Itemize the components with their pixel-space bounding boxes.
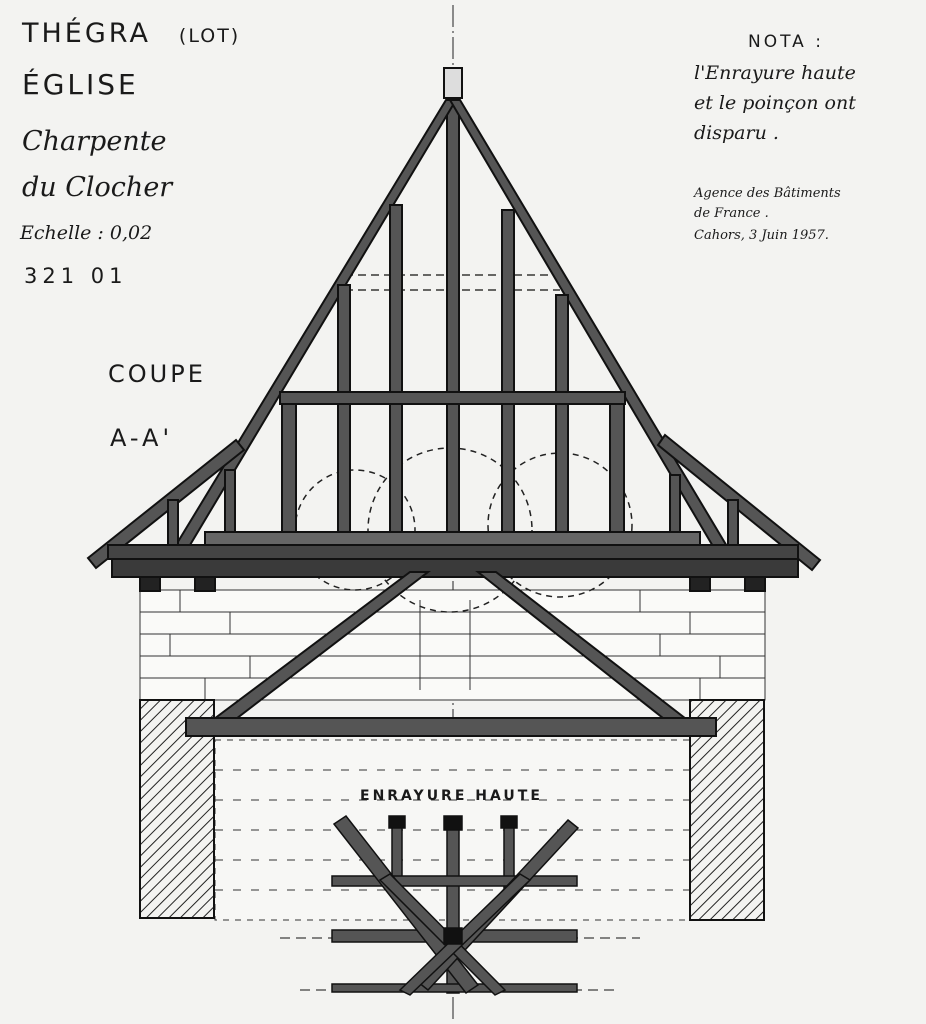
scale-label: Echelle : 0,02 bbox=[20, 222, 153, 244]
enrayure-haute-plan bbox=[280, 814, 640, 996]
note-line-1: l'Enrayure haute bbox=[694, 62, 856, 84]
note-line-3: disparu . bbox=[694, 122, 779, 144]
subject-line-1: Charpente bbox=[22, 126, 167, 157]
agency-line-1: Agence des Bâtiments bbox=[694, 186, 841, 201]
place-text: THÉGRA bbox=[22, 18, 151, 49]
subject-line-2: du Clocher bbox=[22, 172, 173, 203]
note-heading: NOTA : bbox=[748, 32, 824, 52]
agency-line-2: de France . bbox=[694, 206, 769, 221]
plan-label: ENRAYURE HAUTE bbox=[360, 788, 543, 804]
place-name: THÉGRA (LOT) bbox=[22, 18, 240, 49]
agency-line-3: Cahors, 3 Juin 1957. bbox=[694, 228, 829, 243]
reference-number: 321 01 bbox=[24, 264, 128, 288]
timber-frame bbox=[86, 67, 822, 737]
section-label-line1: COUPE bbox=[108, 360, 206, 388]
department-text: (LOT) bbox=[178, 25, 241, 47]
note-line-2: et le poinçon ont bbox=[694, 92, 856, 114]
section-label-line2: A-A' bbox=[110, 424, 174, 452]
building-name: ÉGLISE bbox=[22, 68, 139, 101]
